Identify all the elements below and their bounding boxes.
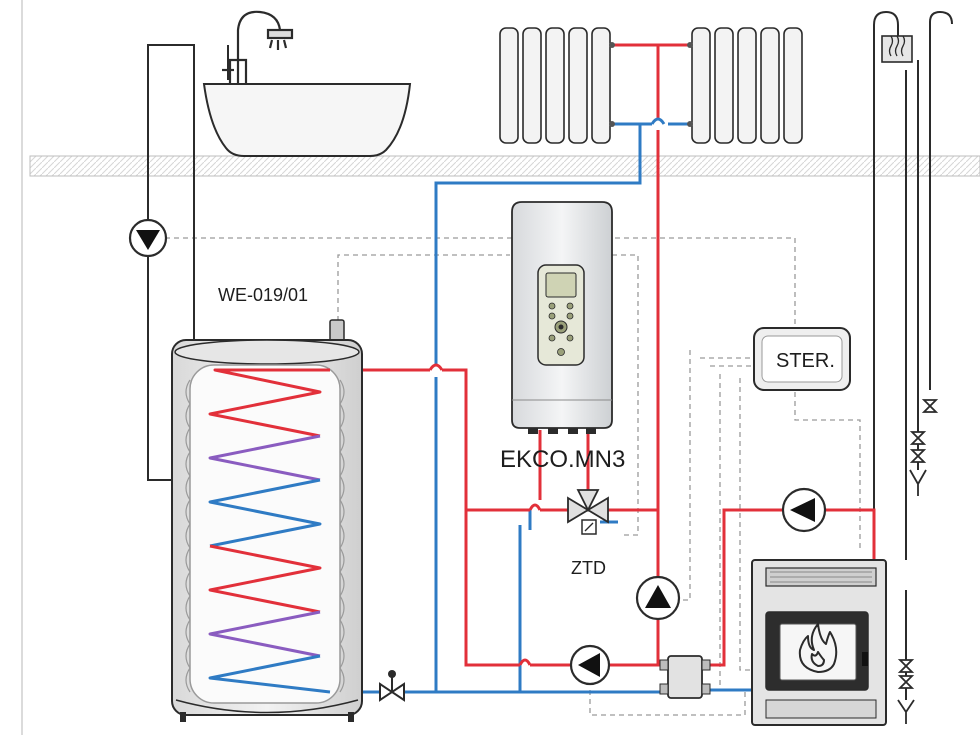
bathtub bbox=[202, 83, 412, 157]
cold-pipes bbox=[330, 122, 752, 694]
vent-lines bbox=[873, 10, 953, 700]
hot-pipes bbox=[330, 43, 876, 667]
boiler-loop-pump bbox=[569, 644, 611, 686]
pellet-stove bbox=[751, 559, 887, 726]
controller-label: EKCO.MN3 bbox=[500, 446, 625, 473]
check-valve bbox=[379, 670, 405, 702]
ekco-controller bbox=[511, 201, 613, 434]
steam-sensor-icon bbox=[881, 35, 913, 63]
floor-slab bbox=[29, 155, 980, 177]
hydraulic-separator bbox=[659, 655, 711, 699]
flame-icon bbox=[798, 623, 838, 673]
heating-pump-vertical bbox=[635, 575, 681, 621]
dhw-circulation-loop bbox=[147, 44, 229, 481]
valve-label: ZTD bbox=[571, 558, 606, 578]
sensor-label: STER. bbox=[776, 350, 835, 372]
heat-exchanger-coil bbox=[208, 368, 331, 694]
stove-pump bbox=[781, 487, 827, 533]
dhw-pump bbox=[128, 218, 168, 258]
three-way-valve bbox=[567, 489, 609, 535]
pipe-crossings bbox=[428, 117, 666, 666]
sensor-module bbox=[753, 327, 851, 391]
radiator-right bbox=[691, 27, 803, 144]
tank-label: WE-019/01 bbox=[218, 285, 308, 305]
vent-valves bbox=[897, 399, 939, 689]
radiator-connectors bbox=[609, 42, 693, 127]
faucet-icon bbox=[222, 10, 294, 84]
drain-funnels bbox=[897, 469, 927, 724]
radiator-left bbox=[499, 27, 611, 144]
